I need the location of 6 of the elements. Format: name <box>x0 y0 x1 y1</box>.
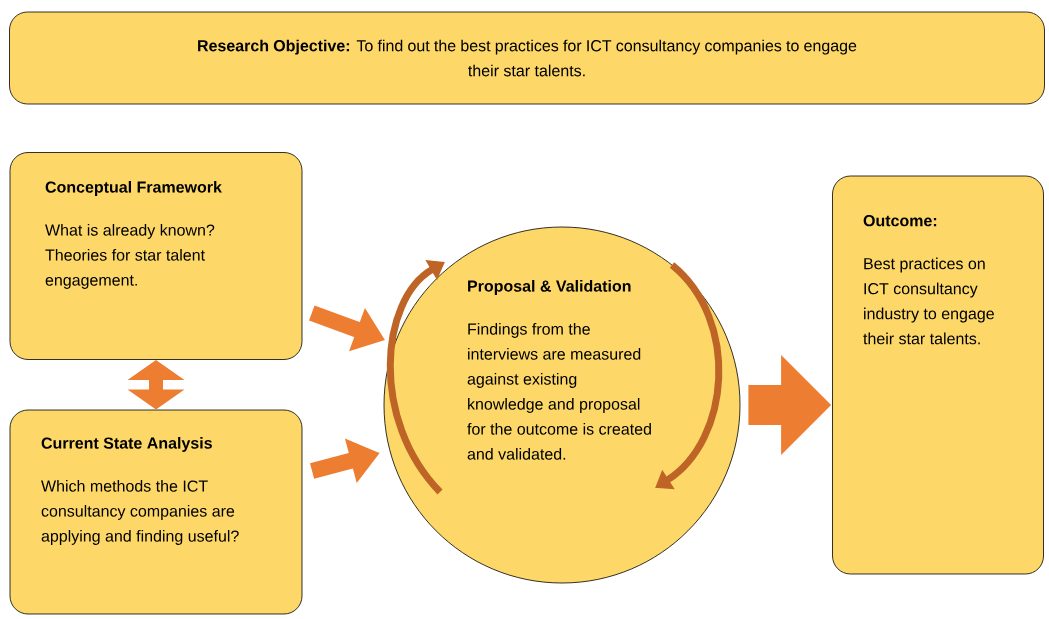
rounded-box: Conceptual Framework What is already known? Theories for star talent engagement. <box>9 152 303 360</box>
rounded-box: Research Objective: To find out the best practices for ICT consultancy companies to engage their star talents. <box>9 11 1045 105</box>
rounded-box: Current State Analysis Which methods the ICT consultancy companies are applying and finding useful? <box>9 409 303 615</box>
rounded-box: Outcome: Best practices on ICT consultancy industry to engage their star talents. <box>832 175 1044 575</box>
circle-node: Proposal & Validation Findings from the interviews are measured against existing knowledge and proposal for the outcome is created and validated. <box>383 226 741 584</box>
block-arrow <box>748 355 832 455</box>
